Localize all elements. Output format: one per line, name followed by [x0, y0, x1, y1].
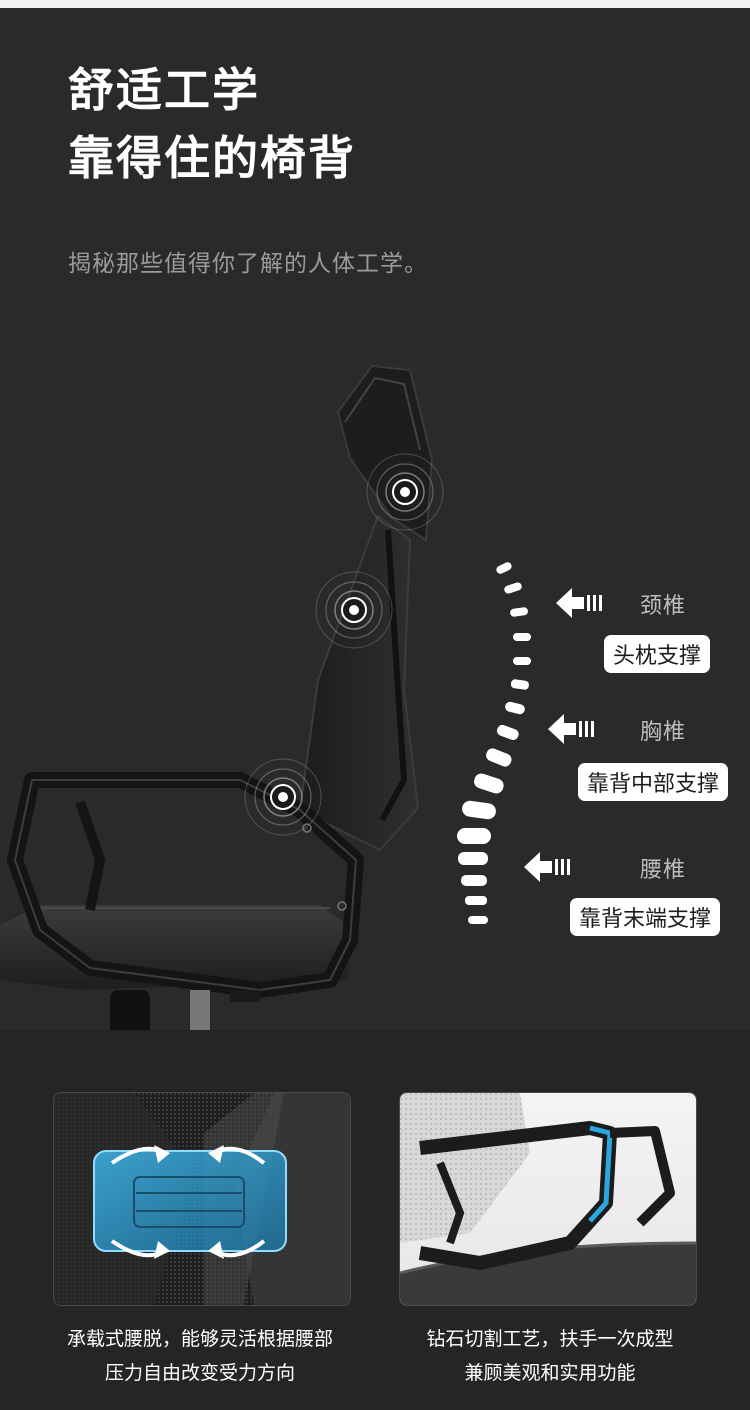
back-pressure-point: [315, 571, 393, 649]
caption-line: 兼顾美观和实用功能: [464, 1362, 636, 1384]
title-line-2: 靠得住的椅背: [68, 131, 356, 185]
feature-caption-lumbar: 承载式腰脱，能够灵活根据腰部 压力自由改变受力方向: [30, 1322, 370, 1390]
chest-zone-label: 胸椎: [640, 720, 687, 745]
lumbar-pressure-point: [244, 758, 322, 836]
chest-support-pill: 靠背中部支撑: [578, 763, 729, 801]
subtitle: 揭秘那些值得你了解的人体工学。: [68, 251, 428, 277]
lumbar-zone-label: 腰椎: [640, 858, 687, 883]
head-pressure-point: [366, 453, 444, 531]
caption-line: 承载式腰脱，能够灵活根据腰部: [66, 1328, 333, 1350]
arrow-left-icon: [524, 852, 570, 882]
arrow-left-icon: [556, 588, 602, 618]
arrow-left-icon: [548, 714, 594, 744]
neck-support-pill: 头枕支撑: [604, 635, 711, 673]
feature-caption-armrest: 钻石切割工艺，扶手一次成型 兼顾美观和实用功能: [380, 1322, 720, 1390]
lumbar-support-photo: [53, 1092, 351, 1306]
spine-illustration: [457, 562, 531, 924]
neck-zone-label: 颈椎: [640, 594, 687, 619]
caption-line: 钻石切割工艺，扶手一次成型: [426, 1328, 674, 1350]
armrest-photo: [399, 1092, 697, 1306]
chair-illustration: [0, 364, 444, 1030]
lumbar-support-pill: 靠背末端支撑: [570, 898, 721, 936]
hero-section: 舒适工学 靠得住的椅背 揭秘那些值得你了解的人体工学。: [0, 0, 750, 1030]
top-divider: [0, 0, 750, 8]
title-line-1: 舒适工学: [68, 63, 260, 117]
caption-line: 压力自由改变受力方向: [104, 1362, 295, 1384]
